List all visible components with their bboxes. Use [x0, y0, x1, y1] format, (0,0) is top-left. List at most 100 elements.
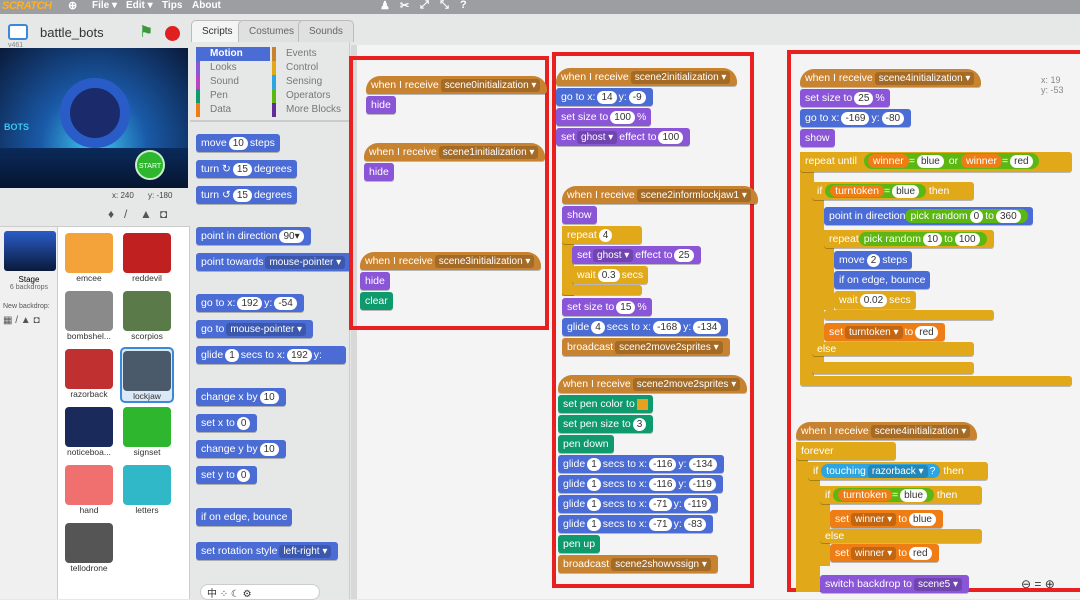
globe-icon[interactable]: ⊕ [68, 0, 78, 12]
message-dropdown[interactable]: scene2informlockjaw1 ▾ [636, 189, 751, 202]
secs-input[interactable]: 1 [587, 498, 601, 511]
sprite-thumb[interactable]: reddevil [120, 231, 174, 287]
secs-input[interactable]: 1 [225, 349, 239, 362]
min-input[interactable]: 10 [922, 233, 943, 246]
winner-reporter[interactable]: winner [867, 154, 909, 168]
block-show[interactable]: show [562, 206, 597, 224]
stage-thumbnail[interactable] [4, 231, 56, 271]
x-input[interactable]: -116 [649, 458, 677, 471]
input[interactable]: 0 [236, 417, 251, 430]
effect-dropdown[interactable]: ghost ▾ [593, 249, 634, 262]
sprite-thumb[interactable]: tellodrone [62, 521, 116, 577]
value-input[interactable]: red [1010, 155, 1033, 168]
value-input[interactable]: blue [900, 489, 927, 502]
block-if[interactable]: if turntoken=blue then [820, 486, 982, 504]
y-input[interactable]: -134 [693, 321, 722, 334]
eq-operator[interactable]: turntoken=blue [833, 488, 934, 502]
category-sound[interactable]: Sound [196, 75, 270, 89]
pen-size-input[interactable]: 3 [632, 418, 647, 431]
message-dropdown[interactable]: scene4initialization ▾ [870, 425, 971, 438]
message-dropdown[interactable]: scene2initialization ▾ [630, 71, 731, 84]
category-sensing[interactable]: Sensing [272, 75, 348, 89]
category-motion[interactable]: Motion [196, 47, 270, 61]
wait-input[interactable]: 0.3 [597, 269, 620, 282]
about-menu[interactable]: About [192, 0, 221, 11]
value-input[interactable]: blue [909, 513, 936, 526]
tips-menu[interactable]: Tips [162, 0, 183, 11]
message-dropdown[interactable]: scene0initialization ▾ [440, 79, 541, 92]
value-input[interactable]: red [915, 326, 938, 339]
category-operators[interactable]: Operators [272, 89, 348, 103]
category-looks[interactable]: Looks [196, 61, 270, 75]
y-input[interactable]: -80 [881, 112, 905, 125]
block-hide[interactable]: hide [364, 163, 394, 181]
stage-canvas[interactable]: START BOTS [0, 48, 188, 188]
draw-icon[interactable]: / [124, 207, 128, 221]
project-title[interactable]: battle_bots [40, 25, 104, 40]
broadcast-dropdown[interactable]: scene2move2sprites ▾ [615, 341, 723, 354]
turn-input[interactable]: 15 [232, 163, 252, 176]
sprite-thumb[interactable]: lockjaw [120, 347, 174, 403]
cut-icon[interactable]: ✂ [400, 0, 410, 12]
x-input[interactable]: -116 [649, 478, 677, 491]
min-input[interactable]: 0 [969, 210, 984, 223]
size-input[interactable]: 25 [854, 92, 874, 105]
ime-toolbar[interactable]: 中 ⁘ ☾ ⚙ [200, 584, 320, 600]
block-edge-bounce[interactable]: if on edge, bounce [834, 271, 931, 289]
x-input[interactable]: -71 [649, 498, 672, 511]
message-dropdown[interactable]: scene1initialization ▾ [438, 146, 539, 159]
secs-input[interactable]: 1 [587, 478, 601, 491]
effect-dropdown[interactable]: ghost ▾ [577, 131, 618, 144]
scratch-logo[interactable]: SCRATCH [2, 0, 52, 12]
y-input[interactable]: -119 [688, 478, 716, 491]
size-input[interactable]: 15 [616, 301, 636, 314]
duplicate-icon[interactable]: ♟ [380, 0, 390, 12]
x-input[interactable]: -169 [841, 112, 870, 125]
secs-input[interactable]: 4 [591, 321, 605, 334]
effect-input[interactable]: 25 [674, 249, 694, 262]
input[interactable]: 0 [236, 469, 251, 482]
category-data[interactable]: Data [196, 103, 270, 117]
move-input[interactable]: 10 [228, 137, 248, 150]
wait-input[interactable]: 0.02 [859, 294, 888, 307]
block-hide[interactable]: hide [366, 96, 396, 114]
broadcast-dropdown[interactable]: scene2showvssign ▾ [611, 558, 711, 571]
block-forever[interactable]: forever [796, 442, 896, 460]
turn-input[interactable]: 15 [232, 189, 252, 202]
block-hide[interactable]: hide [360, 272, 390, 290]
green-flag-icon[interactable]: ⚑ [139, 24, 154, 41]
grow-icon[interactable]: ⤢ [420, 0, 429, 11]
shrink-icon[interactable]: ⤡ [440, 0, 449, 11]
sprite-thumb[interactable]: scorpios [120, 289, 174, 345]
sprite-thumb[interactable]: signset [120, 405, 174, 461]
max-input[interactable]: 100 [954, 233, 980, 246]
value-input[interactable]: blue [892, 185, 919, 198]
block-show[interactable]: show [800, 129, 835, 147]
x-input[interactable]: 192 [237, 297, 263, 310]
sprite-thumb[interactable]: letters [120, 463, 174, 519]
